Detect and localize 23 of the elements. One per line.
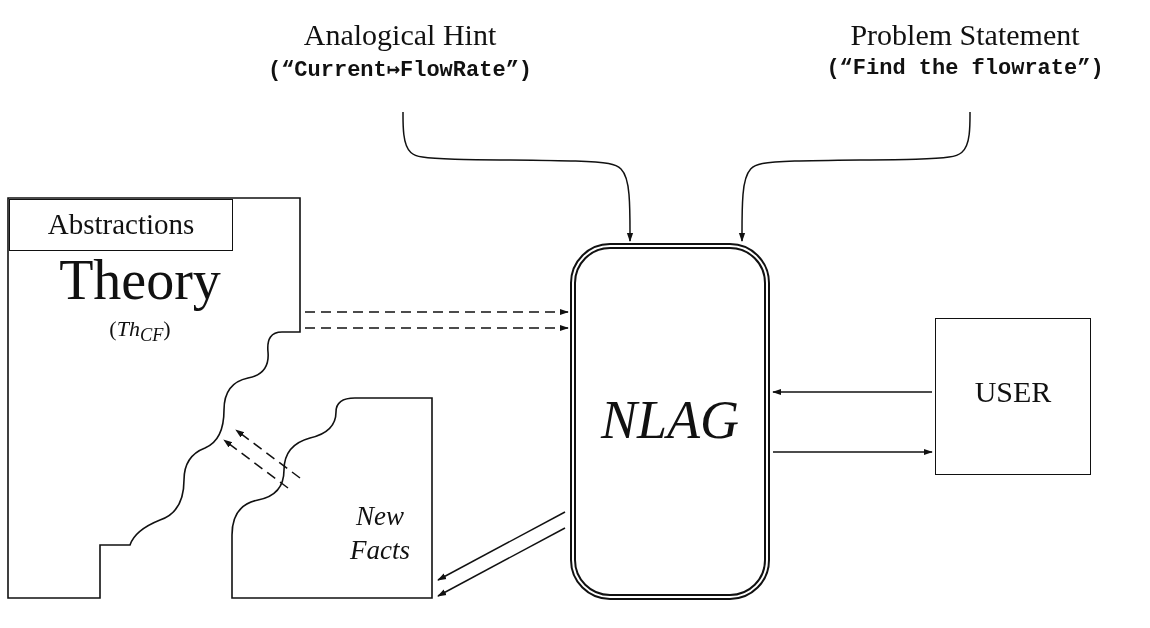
arrow <box>738 111 971 242</box>
title: Theory <box>58 248 222 312</box>
nlag-label: NLAG <box>599 389 740 451</box>
arrow <box>772 388 933 396</box>
arrow <box>772 448 933 456</box>
arrow <box>235 429 301 479</box>
arrow <box>304 324 569 332</box>
abstractions-label: Abstractions <box>46 208 196 241</box>
subheading: (“Find the flowrate”) <box>825 56 1105 81</box>
subscript-label: (Th$_{CF}$) <box>108 316 172 347</box>
heading: Problem Statement <box>849 18 1081 52</box>
user-label: USER <box>973 375 1053 409</box>
arrow <box>402 111 634 242</box>
subheading: (“Current↦FlowRate”) <box>266 57 534 83</box>
new-facts-label: New Facts <box>349 500 411 567</box>
nlag-box <box>570 243 770 600</box>
label-box <box>9 199 233 251</box>
arrow <box>437 527 566 597</box>
arrow <box>304 308 569 316</box>
user-box <box>935 318 1091 475</box>
heading: Analogical Hint <box>302 18 498 52</box>
arrow <box>437 511 566 581</box>
arrow <box>223 439 289 489</box>
